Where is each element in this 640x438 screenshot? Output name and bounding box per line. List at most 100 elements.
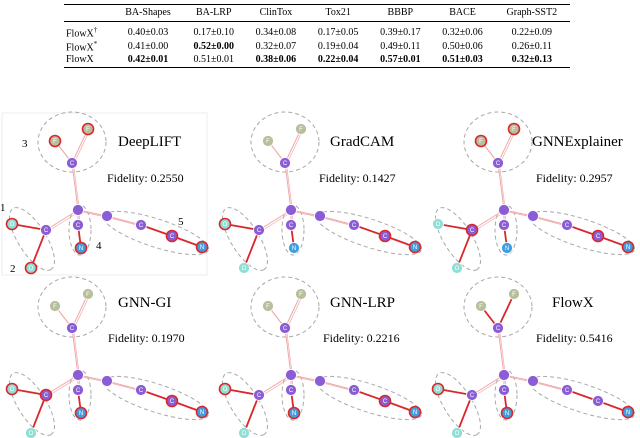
atom-symbol: C	[502, 223, 507, 229]
atom-symbol: N	[200, 410, 204, 416]
graph-edge	[284, 293, 302, 329]
atom-symbol: C	[257, 228, 262, 234]
atom-symbol: C	[470, 393, 475, 399]
atom-node	[238, 262, 250, 274]
atom-symbol: F	[512, 127, 516, 133]
atom-node	[592, 395, 604, 407]
atom-node	[262, 300, 274, 312]
atom-node	[498, 219, 510, 231]
important-edge	[456, 394, 473, 434]
atom-symbol: C	[139, 223, 144, 229]
panel-deeplift: DeepLIFT Fidelity: 0.2550	[0, 108, 213, 273]
method-cell: FlowX†	[64, 22, 113, 39]
score-cell: 0.41±0.00	[127, 40, 169, 52]
graph-edge	[71, 162, 79, 211]
atom-node	[74, 241, 88, 255]
atom-symbol: F	[479, 139, 483, 145]
score-cell: 0.34±0.08	[255, 26, 297, 38]
column-header: BACE	[449, 7, 476, 18]
column-header: BA-Shapes	[125, 7, 171, 18]
graph-edge	[260, 211, 293, 232]
fidelity-value: 0.2957	[579, 171, 613, 185]
fidelity-readout: Fidelity: 0.2216	[323, 331, 400, 346]
panel-gradcam: GradCAM Fidelity: 0.1427	[213, 108, 426, 273]
column-header: Tox21	[325, 7, 351, 18]
atom-node	[279, 322, 291, 334]
panel-frame	[1, 112, 208, 276]
substructure-group	[463, 276, 533, 338]
fidelity-label: Fidelity:	[108, 331, 149, 345]
fidelity-readout: Fidelity: 0.1427	[319, 171, 396, 186]
substructure-group	[103, 375, 209, 421]
important-edge	[30, 229, 47, 269]
atom-node	[475, 300, 487, 312]
atom-symbol: F	[299, 292, 303, 298]
score-cell: 0.38±0.06	[255, 53, 297, 65]
atom-node	[285, 384, 297, 396]
graph-edge	[284, 327, 292, 376]
atom-symbol: C	[170, 234, 175, 240]
substructure-group	[222, 372, 268, 436]
atom-symbol: O	[10, 222, 15, 228]
atom-symbol: O	[436, 222, 441, 228]
atom-node	[465, 223, 479, 237]
fidelity-value: 0.1427	[362, 171, 396, 185]
score-cell: 0.17±0.05	[317, 26, 359, 38]
atom-node	[5, 382, 19, 396]
atom-node	[500, 406, 514, 420]
atom-symbol: C	[470, 228, 475, 234]
atom-node	[24, 261, 38, 275]
atom-symbol: C	[352, 388, 357, 394]
graph-edge	[284, 128, 302, 164]
group-marker: 2	[10, 263, 16, 275]
atom-node	[498, 384, 510, 396]
atom-node	[451, 427, 463, 438]
atom-symbol: N	[413, 245, 417, 251]
atom-node	[408, 240, 422, 254]
fidelity-label: Fidelity:	[107, 171, 148, 185]
substructure-group	[103, 210, 209, 256]
graph-edge	[473, 211, 506, 232]
graph-edge	[497, 327, 505, 376]
graph-edge	[45, 209, 79, 231]
atom-node	[218, 382, 232, 396]
atom-node	[508, 288, 520, 300]
atom-symbol: C	[502, 388, 507, 394]
graph-edge	[258, 209, 292, 231]
atom-node	[431, 382, 445, 396]
graph-edge	[471, 374, 505, 396]
atom-node	[253, 389, 265, 401]
panel-title: DeepLIFT	[118, 134, 182, 150]
atom-node	[287, 406, 301, 420]
atom-node	[195, 240, 209, 254]
atom-node	[66, 322, 78, 334]
score-cell: 0.57±0.01	[380, 53, 421, 65]
substructure-group	[316, 210, 422, 256]
atom-symbol: F	[299, 127, 303, 133]
score-cell: 0.22±0.09	[511, 26, 553, 38]
substructure-group	[435, 372, 481, 436]
score-cell: 0.49±0.11	[380, 40, 421, 52]
column-header: ClinTox	[259, 7, 293, 18]
atom-node	[451, 262, 463, 274]
score-cell: 0.52±0.00	[193, 40, 234, 52]
atom-symbol: C	[283, 161, 288, 167]
method-name: FlowX	[66, 53, 94, 65]
atom-symbol: C	[596, 234, 601, 240]
atom-node	[72, 204, 84, 216]
panel-gnn-gi: GNN-GI Fidelity: 0.1970	[0, 273, 213, 438]
variant-mark: †	[93, 26, 98, 34]
graph-edge	[47, 211, 80, 232]
atom-symbol: O	[242, 266, 247, 272]
atom-node	[378, 394, 392, 408]
fidelity-value: 0.1970	[151, 331, 185, 345]
molecule-graphs: FFCCOOCNCCNFFCCOOCNCCNFFCCOOCNCCNFFCCOOC…	[1, 111, 635, 438]
atom-symbol: C	[139, 388, 144, 394]
atom-symbol: C	[76, 223, 81, 229]
substructure-group	[529, 375, 635, 421]
substructure-group	[9, 372, 55, 436]
atom-node	[135, 384, 147, 396]
method-cell: FlowX*	[64, 39, 113, 53]
